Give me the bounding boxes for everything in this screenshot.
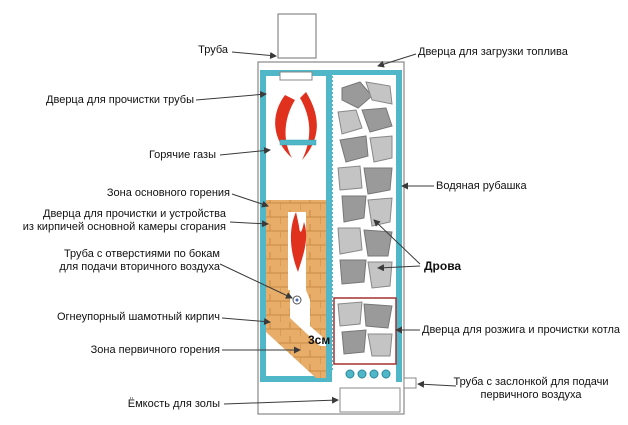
arrow-chamber-door bbox=[229, 220, 269, 228]
arrow-ash-box bbox=[223, 396, 339, 405]
arrow-hot-gas bbox=[219, 147, 271, 156]
brick-chamber-top bbox=[266, 200, 326, 212]
water-jacket-top bbox=[330, 70, 402, 75]
label-gap: 3см bbox=[308, 333, 331, 347]
label-chamber-door-2: из кирпичей основной камеры сгорания bbox=[22, 221, 226, 233]
label-primary-air-1: Труба с заслонкой для подачи bbox=[453, 376, 609, 388]
pipe-clean-door bbox=[279, 71, 313, 81]
label-chamber-door-1: Дверца для прочистки и устройства bbox=[43, 208, 226, 220]
label-main-burn-zone: Зона основного горения bbox=[106, 187, 230, 199]
arrow-firebrick bbox=[221, 317, 271, 325]
chimney-pipe bbox=[277, 13, 317, 59]
label-primary-burn-zone: Зона первичного горения bbox=[90, 344, 220, 356]
arrow-primary-air bbox=[417, 380, 457, 388]
brick-chamber-right bbox=[306, 200, 326, 290]
gas-baffle bbox=[279, 139, 317, 146]
label-secondary-air-1: Труба с отверстиями по бокам bbox=[63, 248, 220, 260]
ash-box bbox=[339, 387, 401, 413]
label-secondary-air-2: для подачи вторичного воздуха bbox=[59, 261, 220, 273]
label-firewood: Дрова bbox=[424, 259, 462, 273]
label-primary-air-2: первичного воздуха bbox=[480, 389, 582, 401]
primary-air-pipe bbox=[403, 377, 417, 389]
label-pipe: Труба bbox=[198, 44, 228, 56]
label-water-jacket: Водяная рубашка bbox=[436, 180, 527, 192]
label-ignition-door: Дверца для розжига и прочистки котла bbox=[422, 324, 621, 336]
label-ash-box: Ёмкость для золы bbox=[127, 398, 220, 410]
label-firebrick: Огнеупорный шамотный кирпич bbox=[56, 311, 220, 323]
water-jacket-right bbox=[396, 70, 402, 382]
arrow-pipe bbox=[231, 51, 277, 59]
label-pipe-clean-door: Дверца для прочистки трубы bbox=[46, 94, 194, 106]
arrow-main-burn bbox=[231, 193, 269, 208]
main-flame bbox=[290, 212, 307, 272]
grate-holes bbox=[345, 369, 391, 379]
label-hot-gases: Горячие газы bbox=[148, 149, 216, 161]
arrow-firewood bbox=[373, 219, 421, 265]
firebrick-funnel bbox=[266, 290, 326, 378]
brick-chamber-left bbox=[266, 200, 288, 290]
firewood-stones bbox=[337, 81, 393, 357]
arrow-pipe-clean bbox=[195, 91, 267, 101]
label-fuel-door: Дверца для загрузки топлива bbox=[418, 46, 568, 58]
arrow-secondary-air bbox=[219, 263, 293, 299]
arrow-fuel-door bbox=[377, 53, 417, 68]
